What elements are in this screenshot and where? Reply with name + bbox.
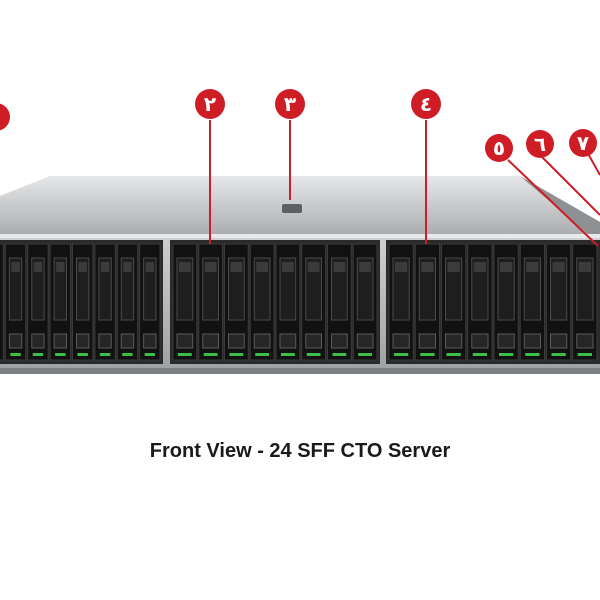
callout-5: ٥ <box>485 134 513 162</box>
callout-7: ٧ <box>569 129 597 157</box>
drive-led <box>229 353 244 356</box>
drive-bay[interactable] <box>4 243 27 361</box>
drive-led <box>358 353 372 356</box>
drive-bay[interactable] <box>139 243 161 361</box>
drive-led <box>77 353 88 356</box>
drive-led <box>577 353 592 356</box>
drive-led <box>525 353 540 356</box>
drive-led <box>472 353 487 356</box>
drive-bay[interactable] <box>72 243 94 361</box>
drive-bay[interactable] <box>388 243 414 361</box>
drive-led <box>99 353 111 356</box>
drive-led <box>10 353 21 356</box>
drive-bay[interactable] <box>301 243 326 361</box>
drive-bay[interactable] <box>467 243 493 361</box>
figure-caption: Front View - 24 SFF CTO Server <box>149 440 451 462</box>
drive-bay[interactable] <box>275 243 301 361</box>
callout-2-number: ٢ <box>204 92 216 116</box>
drive-led <box>122 353 133 356</box>
drive-bay[interactable] <box>249 243 275 361</box>
drive-led <box>255 353 269 356</box>
drive-led <box>32 353 44 356</box>
drive-bay[interactable] <box>116 243 139 361</box>
callout-3: ٣ <box>275 89 305 119</box>
callout-5-number: ٥ <box>493 136 505 160</box>
drive-bay[interactable] <box>572 243 598 361</box>
drive-bay[interactable] <box>0 243 4 361</box>
drive-led <box>144 353 155 356</box>
drive-led <box>306 353 321 356</box>
drive-led <box>420 353 435 356</box>
drive-led <box>55 353 66 356</box>
drive-bay[interactable] <box>441 243 467 361</box>
front-bottom-edge <box>0 368 600 374</box>
front-highlight <box>0 234 600 238</box>
drive-bay[interactable] <box>94 243 116 361</box>
drive-bay[interactable] <box>352 243 378 361</box>
callout-4-number: ٤ <box>420 92 432 116</box>
drive-led <box>332 353 347 356</box>
drive-bay[interactable] <box>172 243 198 361</box>
drive-led <box>499 353 514 356</box>
callout-3-number: ٣ <box>284 92 296 116</box>
drive-bay[interactable] <box>224 243 249 361</box>
callout-6-number: ٦ <box>534 132 546 156</box>
callout-1 <box>0 103 10 131</box>
lid-badge <box>282 204 302 213</box>
callout-2: ٢ <box>195 89 225 119</box>
callout-7-number: ٧ <box>577 131 589 155</box>
drive-led <box>178 353 192 356</box>
callout-4: ٤ <box>411 89 441 119</box>
drive-bay[interactable] <box>546 243 572 361</box>
drive-led <box>394 353 409 356</box>
drive-bay[interactable] <box>414 243 440 361</box>
drive-led <box>281 353 295 356</box>
drive-bay[interactable] <box>27 243 49 361</box>
drive-bay[interactable] <box>493 243 519 361</box>
drive-bay[interactable] <box>198 243 223 361</box>
drive-bay[interactable] <box>327 243 352 361</box>
drive-led <box>551 353 566 356</box>
drive-cages <box>0 240 600 364</box>
drive-led <box>446 353 461 356</box>
callout-6: ٦ <box>526 130 554 158</box>
drive-bay[interactable] <box>519 243 545 361</box>
drive-led <box>203 353 218 356</box>
drive-bay[interactable] <box>49 243 71 361</box>
